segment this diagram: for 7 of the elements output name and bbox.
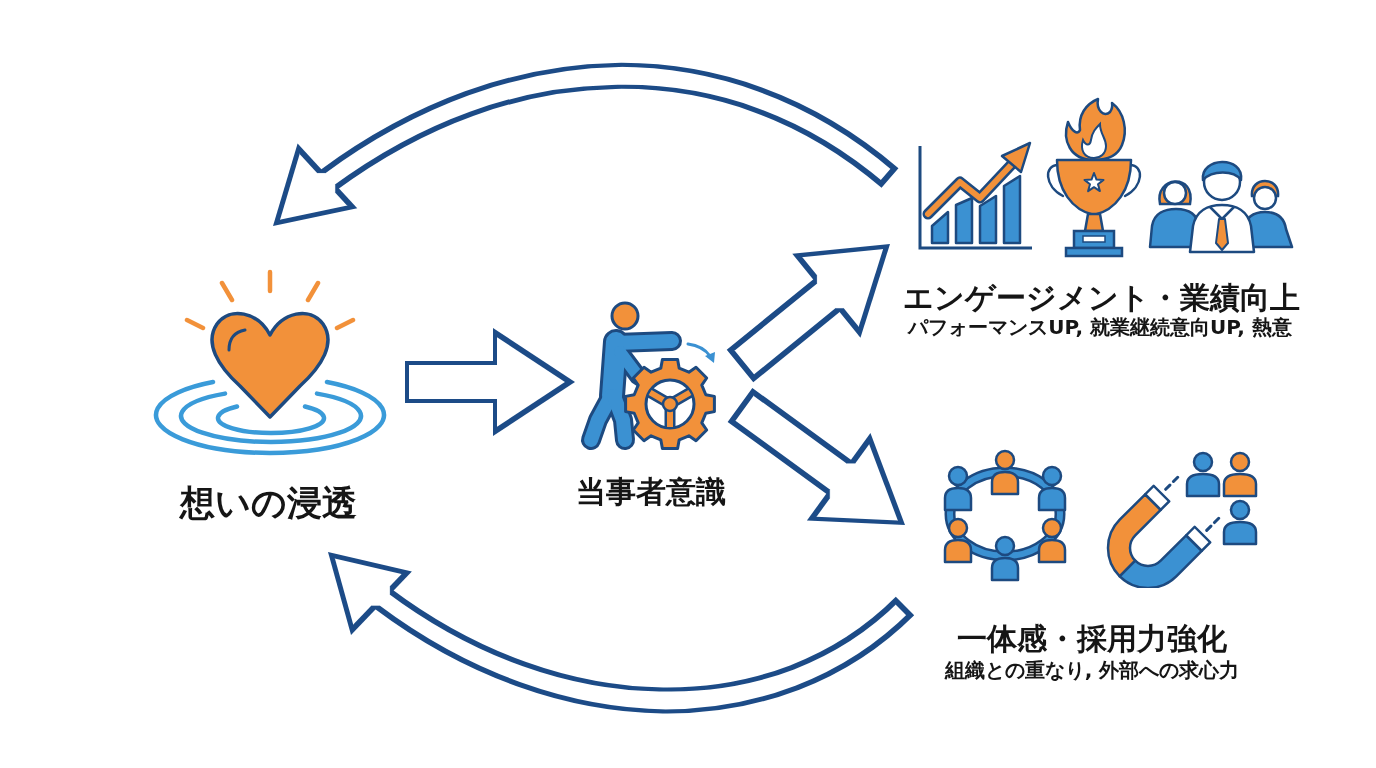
step-title: 当事者意識 bbox=[576, 475, 726, 510]
step-title: 一体感・採用力強化 bbox=[957, 622, 1227, 657]
step-title: エンゲージメント・業績向上 bbox=[902, 281, 1300, 316]
step-description: パフォーマンスUP, 就業継続意向UP, 熱意 bbox=[908, 316, 1292, 339]
block-arrow bbox=[405, 328, 575, 436]
step-title: 想いの浸透 bbox=[179, 483, 357, 524]
step-description: 組織との重なり, 外部への求心力 bbox=[944, 659, 1240, 682]
